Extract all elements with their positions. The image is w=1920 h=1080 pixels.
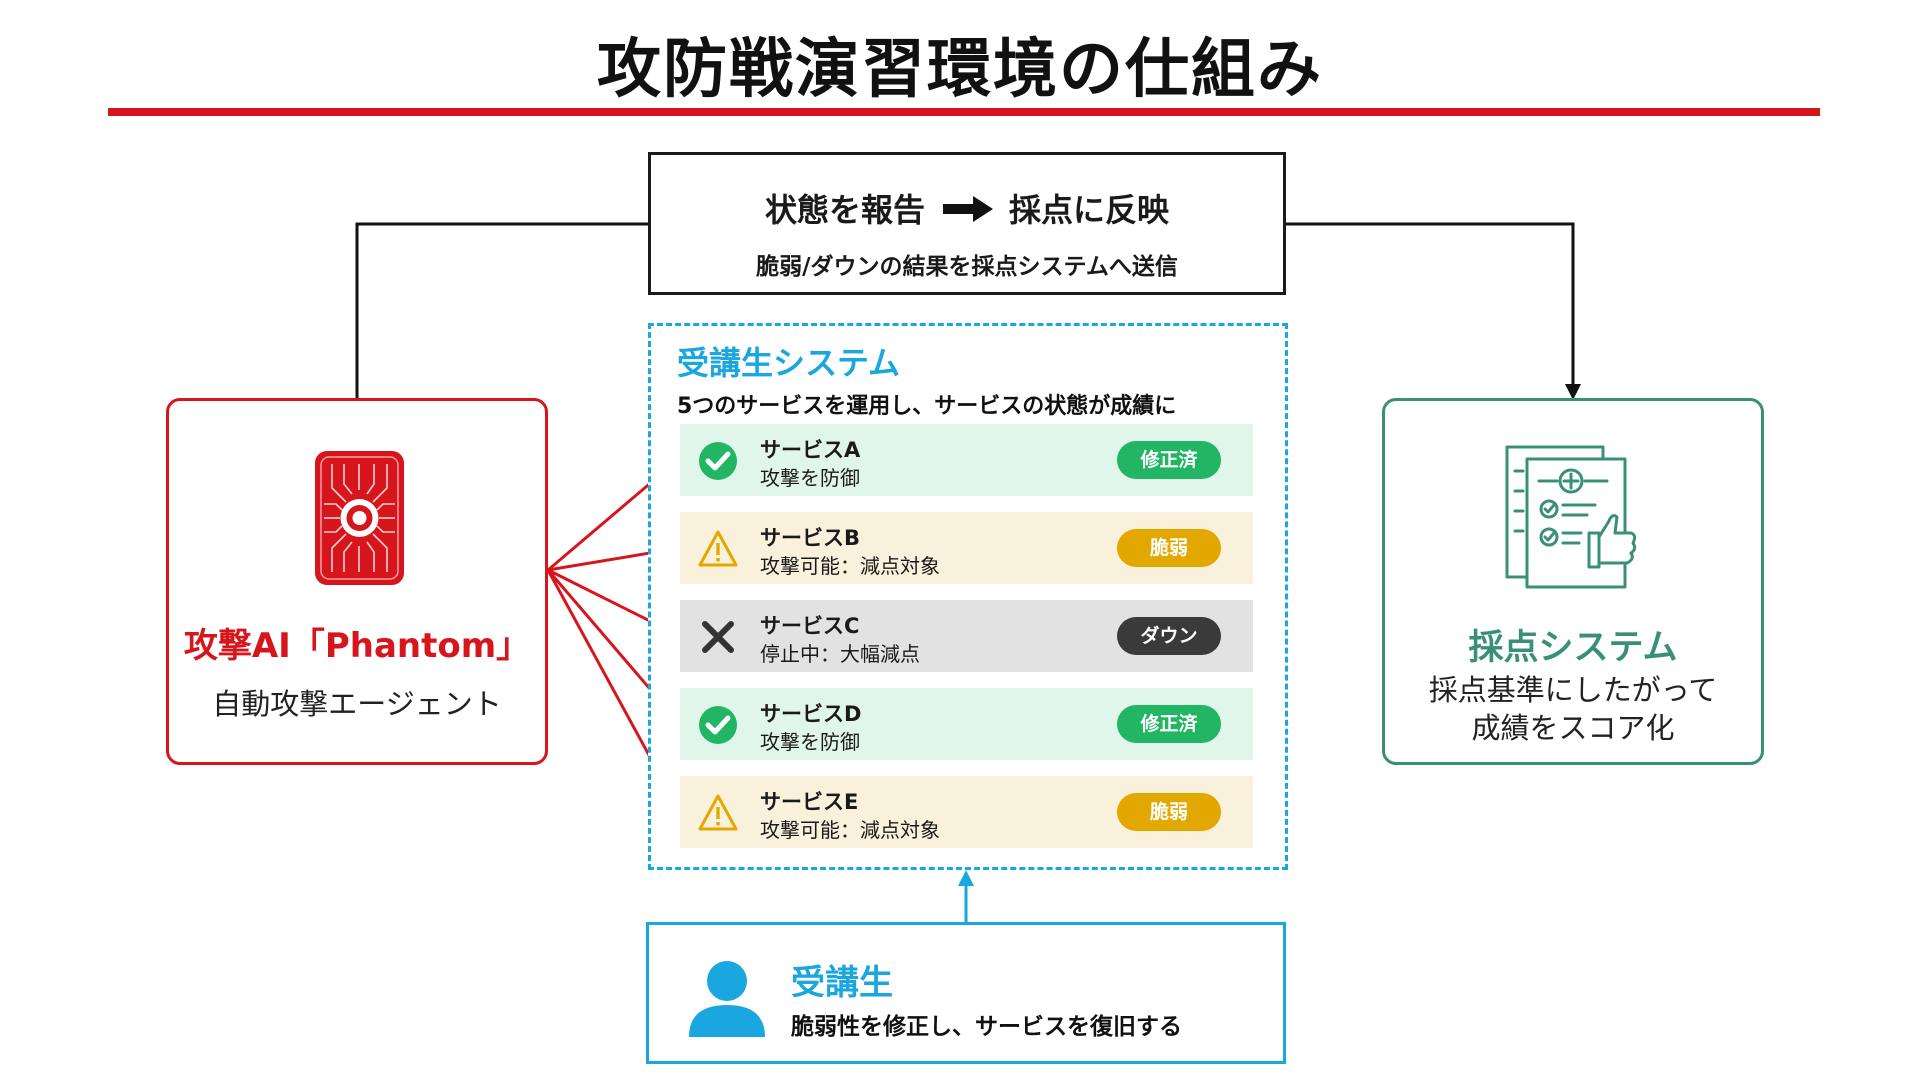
attacker-title: 攻撃AI「Phantom」 xyxy=(183,626,531,666)
service-description: 攻撃可能：減点対象 xyxy=(760,554,940,578)
learner-description: 脆弱性を修正し、サービスを復旧する xyxy=(791,1014,1182,1040)
service-description: 攻撃を防御 xyxy=(760,466,860,490)
system-description: 5つのサービスを運用し、サービスの状態が成績に xyxy=(677,394,1177,419)
attacker-to-report-line xyxy=(355,222,648,398)
service-description: 攻撃可能：減点対象 xyxy=(760,818,940,842)
report-subtitle: 脆弱/ダウンの結果を採点システムへ送信 xyxy=(756,254,1178,280)
learner-title: 受講生 xyxy=(791,963,893,1003)
status-badge: 修正済 xyxy=(1117,705,1221,743)
student-system-panel: 受講生システム 5つのサービスを運用し、サービスの状態が成績に サービスA 攻撃… xyxy=(648,323,1288,870)
attacker-subtitle: 自動攻撃エージェント xyxy=(212,687,502,721)
learner-card: 受講生 脆弱性を修正し、サービスを復旧する xyxy=(646,922,1286,1064)
service-row-e: サービスE 攻撃可能：減点対象 脆弱 xyxy=(680,776,1253,848)
status-badge: 修正済 xyxy=(1117,441,1221,479)
service-row-d: サービスD 攻撃を防御 修正済 xyxy=(680,688,1253,760)
report-to-scoring-line xyxy=(1286,222,1581,400)
warning-icon xyxy=(698,530,738,567)
checklist-thumbs-up-icon xyxy=(1505,445,1637,589)
report-left-label: 状態を報告 xyxy=(764,191,925,229)
status-badge: ダウン xyxy=(1117,617,1221,655)
person-icon xyxy=(689,961,765,1037)
title-underline xyxy=(108,108,1820,116)
page-title: 攻防戦演習環境の仕組み xyxy=(597,33,1323,107)
service-description: 停止中：大幅減点 xyxy=(760,642,920,666)
service-row-c: サービスC 停止中：大幅減点 ダウン xyxy=(680,600,1253,672)
right-arrow-icon xyxy=(943,196,993,222)
service-description: 攻撃を防御 xyxy=(760,730,860,754)
scoring-card: 採点システム 採点基準にしたがって 成績をスコア化 xyxy=(1382,398,1764,765)
report-heading: 状態を報告 採点に反映 xyxy=(651,185,1283,231)
report-right-label: 採点に反映 xyxy=(1009,191,1170,229)
x-mark-icon xyxy=(702,621,734,653)
service-name: サービスC xyxy=(760,614,860,638)
service-row-a: サービスA 攻撃を防御 修正済 xyxy=(680,424,1253,496)
status-badge: 脆弱 xyxy=(1117,529,1221,567)
service-row-b: サービスB 攻撃可能：減点対象 脆弱 xyxy=(680,512,1253,584)
status-badge: 脆弱 xyxy=(1117,793,1221,831)
scoring-description-line1: 採点基準にしたがって xyxy=(1428,673,1718,707)
service-name: サービスB xyxy=(760,526,861,550)
check-circle-icon xyxy=(699,442,737,480)
report-box: 状態を報告 採点に反映 脆弱/ダウンの結果を採点システムへ送信 xyxy=(648,152,1286,295)
warning-icon xyxy=(698,794,738,831)
service-name: サービスD xyxy=(760,702,862,726)
service-name: サービスA xyxy=(760,438,861,462)
check-circle-icon xyxy=(699,706,737,744)
system-title: 受講生システム xyxy=(677,344,901,382)
service-name: サービスE xyxy=(760,790,859,814)
scoring-title: 採点システム xyxy=(1468,628,1678,668)
attacker-card: 攻撃AI「Phantom」 自動攻撃エージェント xyxy=(166,398,548,765)
scoring-description: 採点基準にしたがって 成績をスコア化 xyxy=(1385,671,1761,747)
circuit-chip-icon xyxy=(315,451,404,585)
scoring-description-line2: 成績をスコア化 xyxy=(1471,711,1675,745)
